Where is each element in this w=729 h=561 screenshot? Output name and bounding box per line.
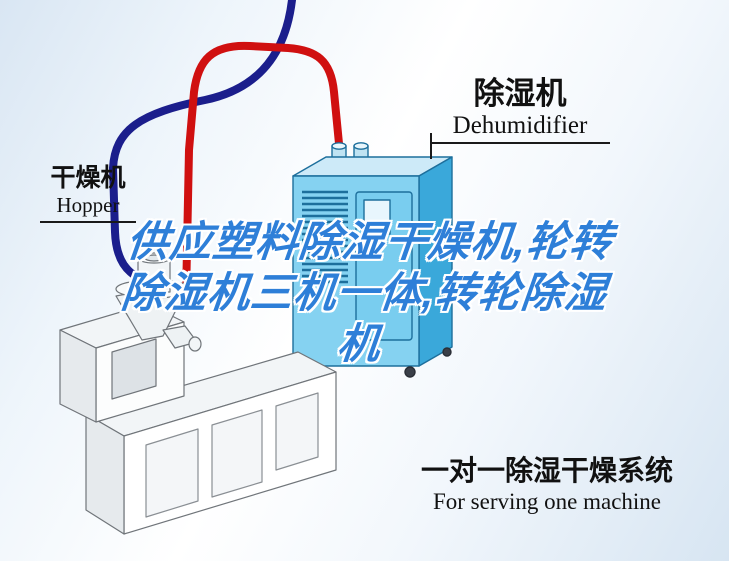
blue-hose xyxy=(108,0,296,284)
gearbox-panel xyxy=(111,338,157,400)
caption-block: 一对一除湿干燥系统 For serving one machine xyxy=(402,454,692,515)
dehumidifier-label-zh: 除湿机 xyxy=(473,76,567,111)
watermark-line-3: 机 xyxy=(335,320,384,368)
machine-panel xyxy=(145,428,199,518)
dehumidifier-illustration xyxy=(292,142,453,378)
watermark-headline: 供应塑料除湿干燥机,轮转 除湿机三机一体,转轮除湿 机 xyxy=(0,216,729,370)
machine-panel xyxy=(275,392,319,471)
dehumidifier-label: 除湿机 Dehumidifier xyxy=(430,76,610,145)
red-hose xyxy=(182,41,344,302)
watermark-line-2: 除湿机三机一体,转轮除湿 xyxy=(119,269,610,317)
hopper-label-zh: 干燥机 xyxy=(50,164,126,192)
extruder-illustration xyxy=(59,252,337,535)
hopper-label: 干燥机 Hopper xyxy=(40,164,136,223)
watermark-line-1: 供应塑料除湿干燥机,轮转 xyxy=(124,218,616,265)
vent-grille xyxy=(302,190,348,284)
caption-en: For serving one machine xyxy=(432,488,662,514)
dehumidifier-pointer-line xyxy=(430,133,432,159)
dehumidifier-label-en: Dehumidifier xyxy=(452,111,588,139)
hopper-label-en: Hopper xyxy=(56,192,120,217)
caption-zh: 一对一除湿干燥系统 xyxy=(420,455,673,486)
machine-panel xyxy=(211,409,263,498)
hopper-illustration xyxy=(115,252,202,352)
door-window xyxy=(363,199,391,235)
